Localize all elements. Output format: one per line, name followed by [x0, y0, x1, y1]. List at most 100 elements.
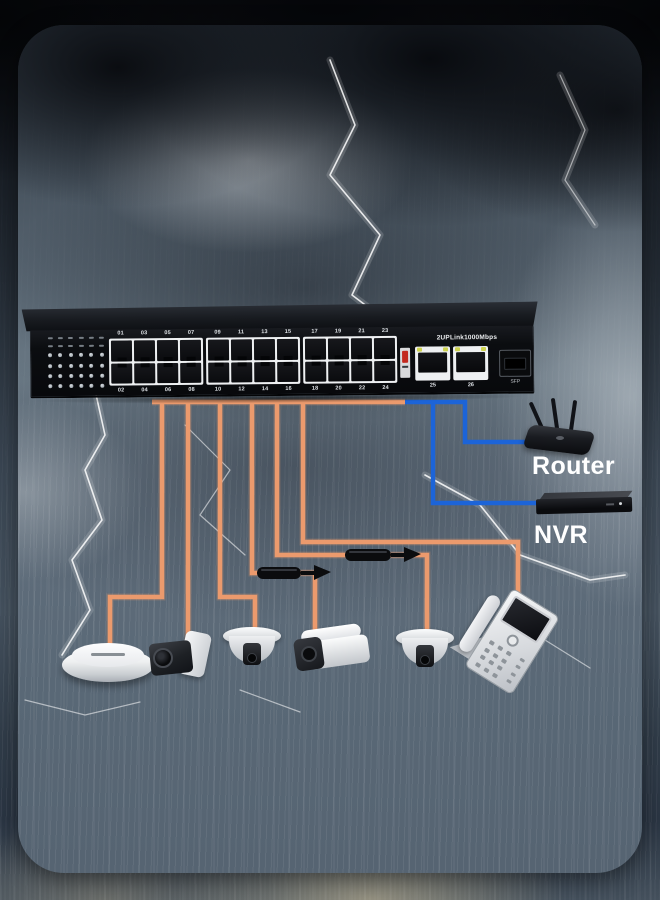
uplink-led [443, 347, 449, 352]
uplink-jack [456, 352, 486, 373]
nvr-button [606, 503, 615, 506]
status-led [48, 363, 53, 368]
bullet-camera-2 [292, 622, 373, 679]
rj45-port [208, 361, 230, 383]
router-logo-dot [556, 436, 564, 440]
camera-lens-icon [420, 655, 430, 665]
led-label-mark [47, 345, 53, 348]
sfp-label: SFP [510, 378, 521, 385]
uplink-led [455, 347, 461, 352]
rj45-port [156, 339, 179, 361]
rj45-block [302, 335, 398, 384]
port-number: 05 [164, 330, 171, 337]
port-numbers-top: 01 03 05 07 [109, 330, 203, 337]
nvr-device [535, 485, 635, 520]
status-led [89, 363, 94, 368]
router-antenna-icon [550, 397, 559, 431]
led-grid [45, 335, 108, 391]
uplink-port-25 [414, 346, 451, 381]
port-number: 22 [358, 385, 366, 392]
rj45-port [179, 339, 202, 361]
status-led [69, 373, 74, 379]
rj45-port [373, 337, 396, 359]
port-number: 06 [164, 387, 172, 394]
nvr-led [619, 502, 623, 506]
router-label: Router [532, 452, 615, 480]
rj45-port [350, 338, 373, 359]
port-group-1: 01 03 05 07 02 04 06 08 [108, 329, 204, 396]
status-led [58, 363, 63, 368]
rj45-port [254, 361, 276, 383]
led-label-mark [47, 336, 53, 339]
camera-lens-icon [153, 648, 173, 668]
status-led [58, 353, 63, 358]
uplink-label: 2UPLink1000Mbps [436, 333, 498, 342]
status-led [48, 384, 53, 389]
status-led [99, 363, 104, 368]
port-number: 15 [284, 328, 292, 335]
nvr-label: NVR [534, 521, 588, 549]
led-label-mark [68, 344, 74, 348]
status-led [48, 374, 53, 379]
dip-slider [402, 350, 409, 363]
access-point-brand-text [91, 653, 125, 656]
status-led [89, 353, 94, 358]
port-number: 17 [311, 328, 318, 335]
rj45-port [180, 362, 202, 383]
rj45-block [108, 337, 204, 386]
rj45-port [327, 338, 350, 360]
led-label-mark [78, 336, 84, 339]
port-number: 20 [335, 385, 342, 392]
rj45-port [253, 339, 276, 360]
led-label-mark [78, 344, 84, 347]
port-number: 07 [187, 329, 195, 336]
uplink-led [417, 347, 423, 352]
port-number: 03 [140, 330, 148, 337]
port-number: 08 [188, 386, 195, 393]
dip-marks [402, 365, 409, 368]
port-number: 04 [141, 387, 148, 394]
rj45-port [230, 339, 253, 360]
port-number: 18 [311, 385, 319, 392]
port-number: 02 [117, 387, 125, 394]
port-numbers-top: 09 11 13 15 [206, 329, 300, 336]
led-label-mark [88, 336, 94, 339]
camera-lens-icon [301, 646, 317, 662]
port-number: 01 [117, 330, 124, 337]
uplink-led [481, 347, 487, 352]
led-label-mark [99, 336, 105, 339]
port-number: 13 [261, 329, 268, 336]
wireless-access-point [62, 640, 154, 684]
rj45-port [276, 338, 299, 360]
router-body [522, 424, 596, 456]
status-led [89, 384, 94, 389]
port-number: 14 [261, 386, 269, 393]
port-number: 09 [214, 329, 221, 336]
port-number: 12 [238, 386, 245, 393]
dip-switch [400, 347, 411, 378]
rj45-port [277, 361, 299, 383]
rj45-block [205, 336, 301, 385]
rj45-port [110, 340, 133, 362]
port-number: 16 [285, 385, 292, 392]
sfp-port [499, 349, 532, 377]
bullet-camera-1 [148, 629, 214, 684]
status-led [99, 353, 104, 358]
status-led [79, 353, 84, 358]
port-number: 11 [237, 329, 245, 336]
nvr-body [535, 496, 633, 515]
port-number: 23 [381, 327, 389, 335]
status-led [58, 374, 63, 379]
rj45-port [157, 362, 179, 384]
dome-camera-2 [396, 629, 454, 685]
status-led [89, 373, 94, 378]
rj45-port [231, 361, 253, 383]
rj45-port [328, 360, 350, 382]
